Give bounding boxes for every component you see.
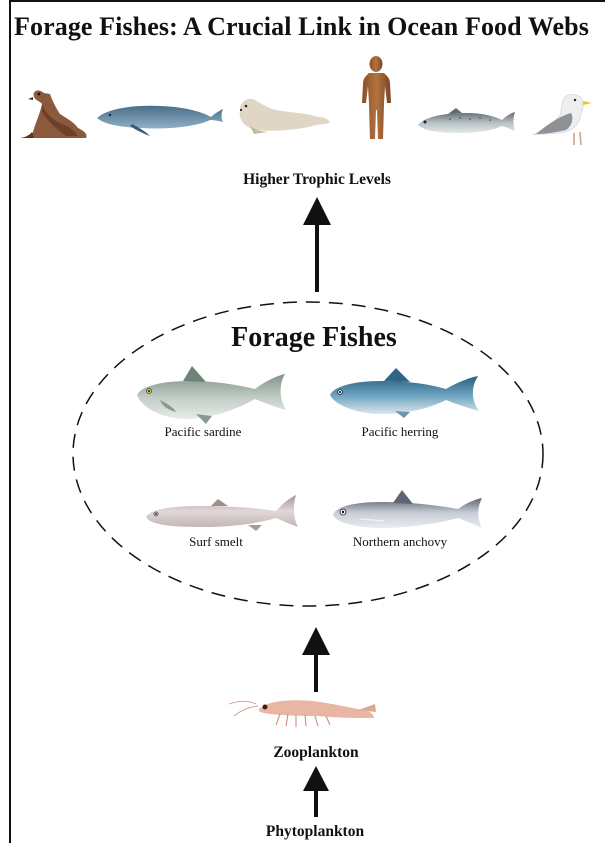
human-icon [362,56,391,139]
sardine-icon [137,366,286,424]
fish-label: Northern anchovy [353,534,448,549]
smelt-icon [146,495,298,531]
blue-whale-icon [97,106,223,136]
higher-trophic-label: Higher Trophic Levels [243,171,391,188]
fish-label: Pacific sardine [165,424,242,439]
herring-icon [330,368,479,418]
arrow-zoo-to-forage [302,627,330,692]
krill-icon [229,700,376,727]
salmon-icon [418,108,515,133]
fish-label: Pacific herring [362,424,439,439]
harbor-seal-icon [240,99,330,134]
anchovy-icon [333,490,482,528]
sea-lion-icon [18,90,87,138]
arrow-phyto-to-zoo [303,766,329,817]
gull-icon [533,95,592,145]
forage-fishes-title: Forage Fishes [231,322,397,353]
phytoplankton-label: Phytoplankton [266,823,365,840]
fish-label: Surf smelt [189,534,243,549]
zooplankton-label: Zooplankton [273,744,359,761]
arrow-forage-to-higher [303,197,331,292]
